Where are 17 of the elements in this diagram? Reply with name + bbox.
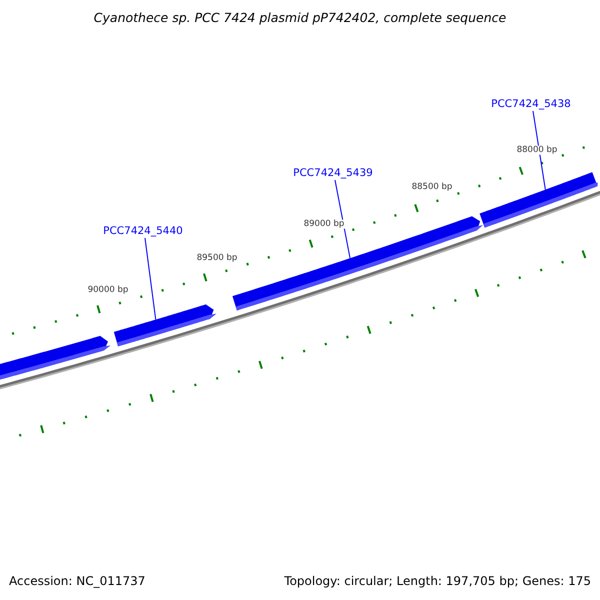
gene-label: PCC7424_5440	[103, 226, 183, 236]
accession-text: Accession: NC_011737	[9, 575, 146, 587]
sequence-info-text: Topology: circular; Length: 197,705 bp; Genes: 175	[284, 575, 591, 587]
gene-feature-bar	[0, 336, 111, 380]
gene-feature-bar	[480, 172, 598, 228]
position-label: 89000 bp	[302, 220, 346, 228]
gene-label: PCC7424_5438	[491, 98, 571, 110]
position-label: 90000 bp	[86, 286, 130, 294]
position-label: 88000 bp	[516, 146, 558, 154]
leader-line	[334, 180, 351, 259]
position-label: 88500 bp	[410, 182, 454, 192]
leader-line	[144, 238, 156, 320]
leader-line	[532, 110, 546, 190]
position-label: 89500 bp	[196, 254, 238, 262]
map-title: Cyanothece sp. PCC 7424 plasmid pP742402, complete sequence	[94, 12, 506, 24]
gene-feature-bar	[114, 304, 216, 346]
gene-label: PCC7424_5439	[293, 168, 373, 178]
